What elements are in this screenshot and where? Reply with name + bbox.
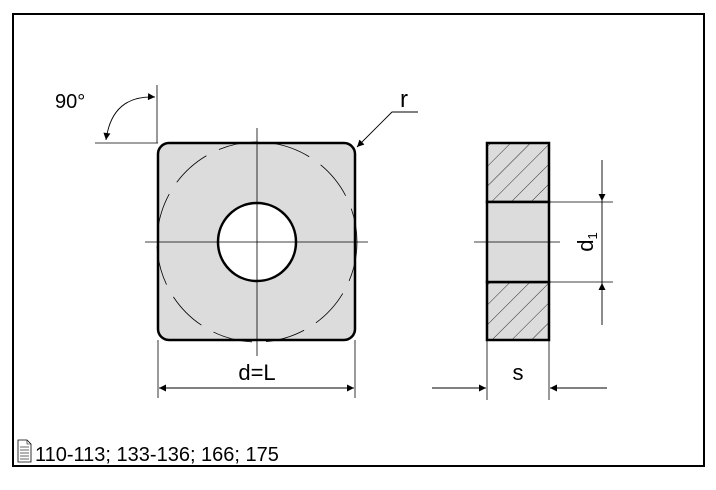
insert-side-view bbox=[474, 141, 560, 342]
thickness-label: s bbox=[513, 360, 524, 385]
hole-dimension: d1 bbox=[549, 160, 613, 325]
thickness-dimension: s bbox=[432, 340, 607, 400]
length-label: d=L bbox=[238, 360, 275, 385]
length-dimension: d=L bbox=[157, 340, 356, 398]
frame bbox=[12, 13, 705, 467]
radius-label: r bbox=[400, 86, 408, 113]
insert-top-view bbox=[145, 128, 368, 356]
hole-diameter-label: d1 bbox=[573, 232, 600, 251]
page-references: 110-113; 133-136; 166; 175 bbox=[35, 444, 279, 466]
angle-dimension: 90° bbox=[55, 85, 158, 144]
angle-label: 90° bbox=[55, 91, 85, 113]
document-icon bbox=[17, 439, 32, 463]
radius-leader: r bbox=[356, 86, 418, 148]
